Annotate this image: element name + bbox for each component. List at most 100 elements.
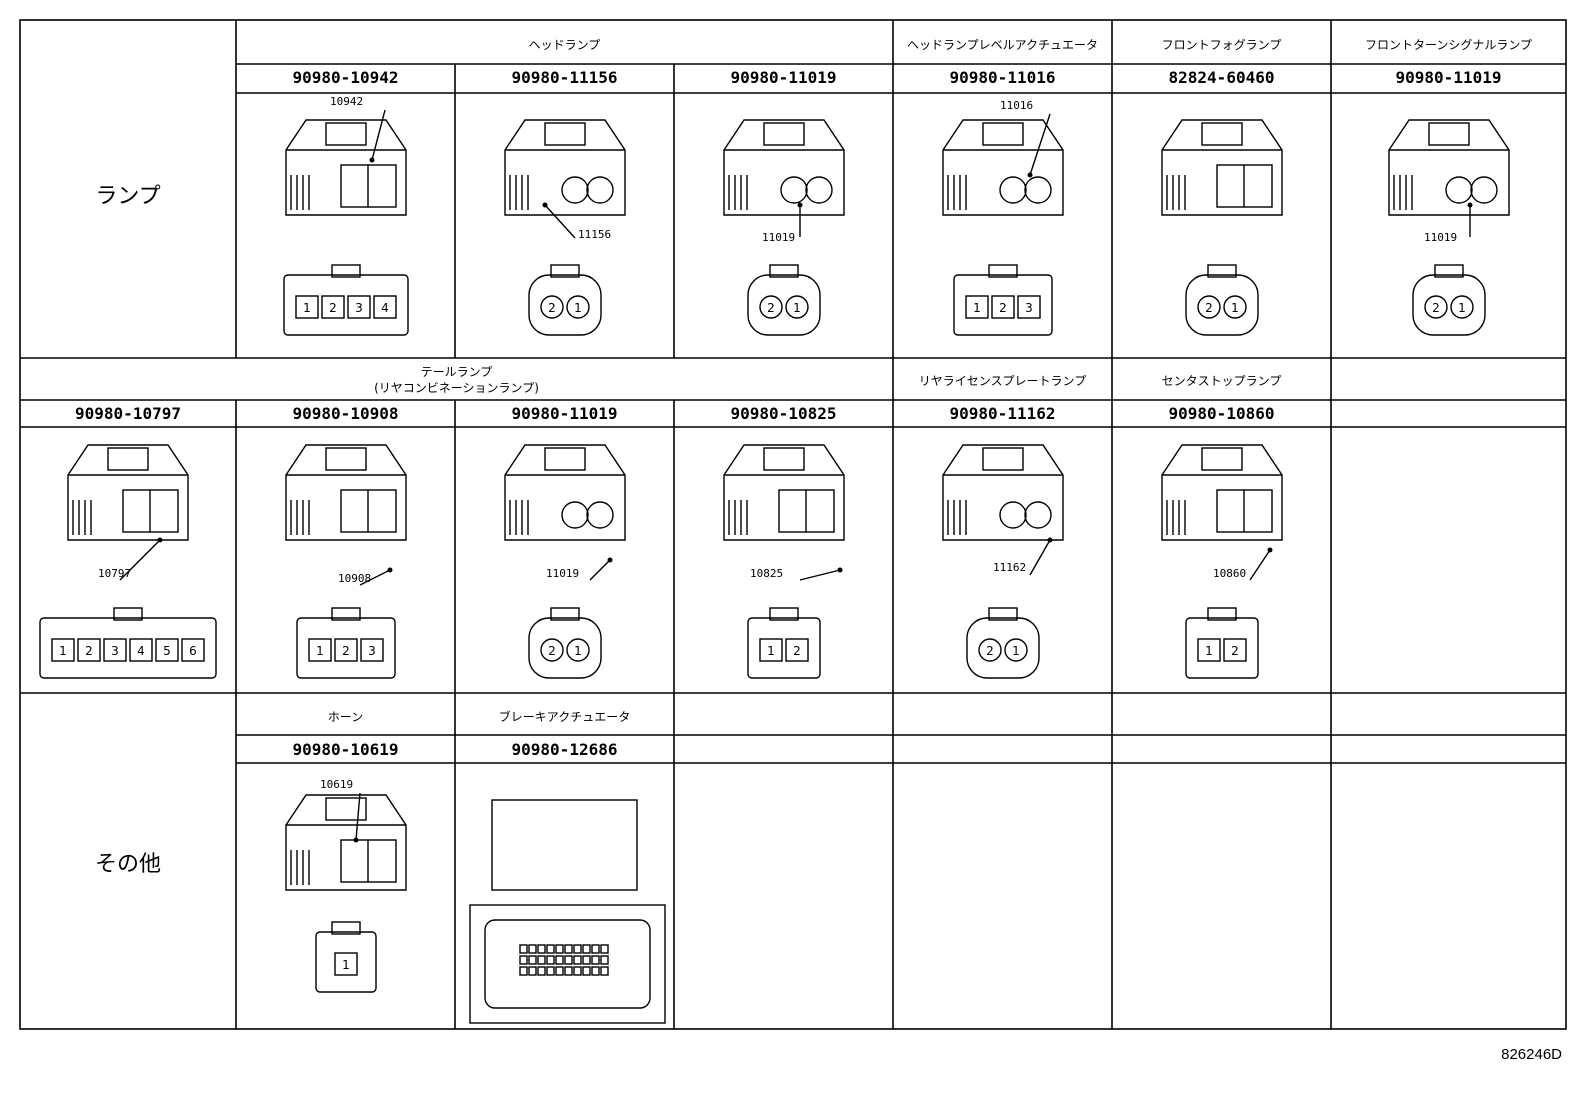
leader-arrow bbox=[1047, 537, 1053, 543]
drawing-code: 826246D bbox=[1501, 1046, 1562, 1063]
pin-number: 4 bbox=[137, 644, 145, 658]
connector-face: 1 2 3 bbox=[296, 607, 396, 679]
pin-number: 3 bbox=[368, 644, 376, 658]
part-number: 90980-10797 bbox=[75, 404, 181, 423]
pin-number: 2 bbox=[329, 301, 337, 315]
leader-arrow bbox=[1267, 547, 1273, 553]
group-tail-lamp-subtitle: (リヤコンビネーションランプ) bbox=[374, 381, 539, 395]
part-number: 90980-11162 bbox=[949, 404, 1056, 423]
part-number: 90980-11019 bbox=[511, 404, 618, 423]
leader-arrow bbox=[607, 557, 613, 563]
pin-number: 3 bbox=[1025, 301, 1033, 315]
pin-number: 1 bbox=[973, 301, 981, 315]
callout-label: 10797 bbox=[98, 567, 132, 580]
part-number: 90980-11156 bbox=[511, 68, 618, 87]
group-headlamp: ヘッドランプ bbox=[528, 38, 601, 52]
connector-body bbox=[1161, 444, 1283, 541]
pin-number: 2 bbox=[999, 301, 1007, 315]
pin-number: 4 bbox=[381, 301, 389, 315]
connector-body bbox=[285, 794, 407, 891]
group-brake-actuator: ブレーキアクチュエータ bbox=[498, 710, 631, 724]
group-rear-license-plate-lamp: リヤライセンスプレートランプ bbox=[918, 374, 1087, 388]
callout-label: 11156 bbox=[578, 228, 612, 241]
callout-label: 11019 bbox=[762, 231, 796, 244]
brake-actuator-connector bbox=[469, 799, 666, 1024]
callout-label: 11019 bbox=[546, 567, 580, 580]
callout-label: 10860 bbox=[1213, 567, 1247, 580]
pin-number: 1 bbox=[1012, 644, 1020, 658]
connector-body bbox=[285, 444, 407, 541]
connector-body bbox=[723, 444, 845, 541]
pin-number: 1 bbox=[574, 301, 582, 315]
connector-body bbox=[285, 119, 407, 216]
group-horn: ホーン bbox=[327, 710, 364, 724]
pin-number: 1 bbox=[767, 644, 775, 658]
connector-body bbox=[942, 444, 1064, 541]
pin-number: 1 bbox=[316, 644, 324, 658]
leader-arrow bbox=[353, 837, 359, 843]
connector-body bbox=[67, 444, 189, 541]
pin-number: 1 bbox=[59, 644, 67, 658]
pin-number: 1 bbox=[793, 301, 801, 315]
pin-number: 2 bbox=[1205, 301, 1213, 315]
pin-number: 1 bbox=[574, 644, 582, 658]
pin-number: 1 bbox=[303, 301, 311, 315]
connector-face: 1 bbox=[315, 921, 377, 993]
callout-label: 11019 bbox=[1424, 231, 1458, 244]
connector-body bbox=[504, 444, 626, 541]
group-center-stop-lamp: センタストップランプ bbox=[1161, 374, 1282, 388]
pin-number: 2 bbox=[342, 644, 350, 658]
callout-label: 10825 bbox=[750, 567, 784, 580]
part-number: 90980-11016 bbox=[949, 68, 1056, 87]
callout-label: 11162 bbox=[993, 561, 1027, 574]
leader-arrow bbox=[387, 567, 393, 573]
pin-number: 2 bbox=[986, 644, 994, 658]
leader-arrow bbox=[837, 567, 843, 573]
part-number: 90980-10860 bbox=[1168, 404, 1275, 423]
part-number: 90980-10908 bbox=[292, 404, 399, 423]
pin-number: 1 bbox=[1458, 301, 1466, 315]
group-headlamp-level-actuator: ヘッドランプレベルアクチュエータ bbox=[906, 38, 1099, 52]
leader-arrow bbox=[369, 157, 375, 163]
pin-number: 3 bbox=[111, 644, 119, 658]
group-front-fog-lamp: フロントフォグランプ bbox=[1161, 38, 1282, 52]
callout-label: 10908 bbox=[338, 572, 372, 585]
callout-label: 10619 bbox=[320, 778, 354, 791]
callout-label: 10942 bbox=[330, 95, 364, 108]
pin-number: 5 bbox=[163, 644, 171, 658]
pin-number: 1 bbox=[1205, 644, 1213, 658]
connector-face: 1 2 3 bbox=[953, 264, 1053, 336]
group-tail-lamp: テールランプ bbox=[420, 365, 493, 379]
part-number: 90980-10825 bbox=[730, 404, 837, 423]
callout-label: 11016 bbox=[1000, 99, 1034, 112]
part-number: 90980-11019 bbox=[730, 68, 837, 87]
pin-number: 2 bbox=[548, 301, 556, 315]
part-number: 90980-10619 bbox=[292, 740, 399, 759]
part-number: 90980-11019 bbox=[1395, 68, 1502, 87]
leader-arrow bbox=[797, 202, 803, 208]
leader-arrow bbox=[542, 202, 548, 208]
category-other: その他 bbox=[94, 852, 161, 877]
connector-body bbox=[504, 119, 626, 216]
part-number: 90980-12686 bbox=[511, 740, 618, 759]
part-number: 82824-60460 bbox=[1168, 68, 1275, 87]
leader-arrow bbox=[1027, 172, 1033, 178]
leader-arrow bbox=[157, 537, 163, 543]
pin-number: 2 bbox=[793, 644, 801, 658]
pin-number: 2 bbox=[1231, 644, 1239, 658]
category-lamp: ランプ bbox=[95, 184, 161, 209]
part-number: 90980-10942 bbox=[292, 68, 399, 87]
pin-number: 1 bbox=[342, 958, 350, 972]
pin-number: 2 bbox=[85, 644, 93, 658]
